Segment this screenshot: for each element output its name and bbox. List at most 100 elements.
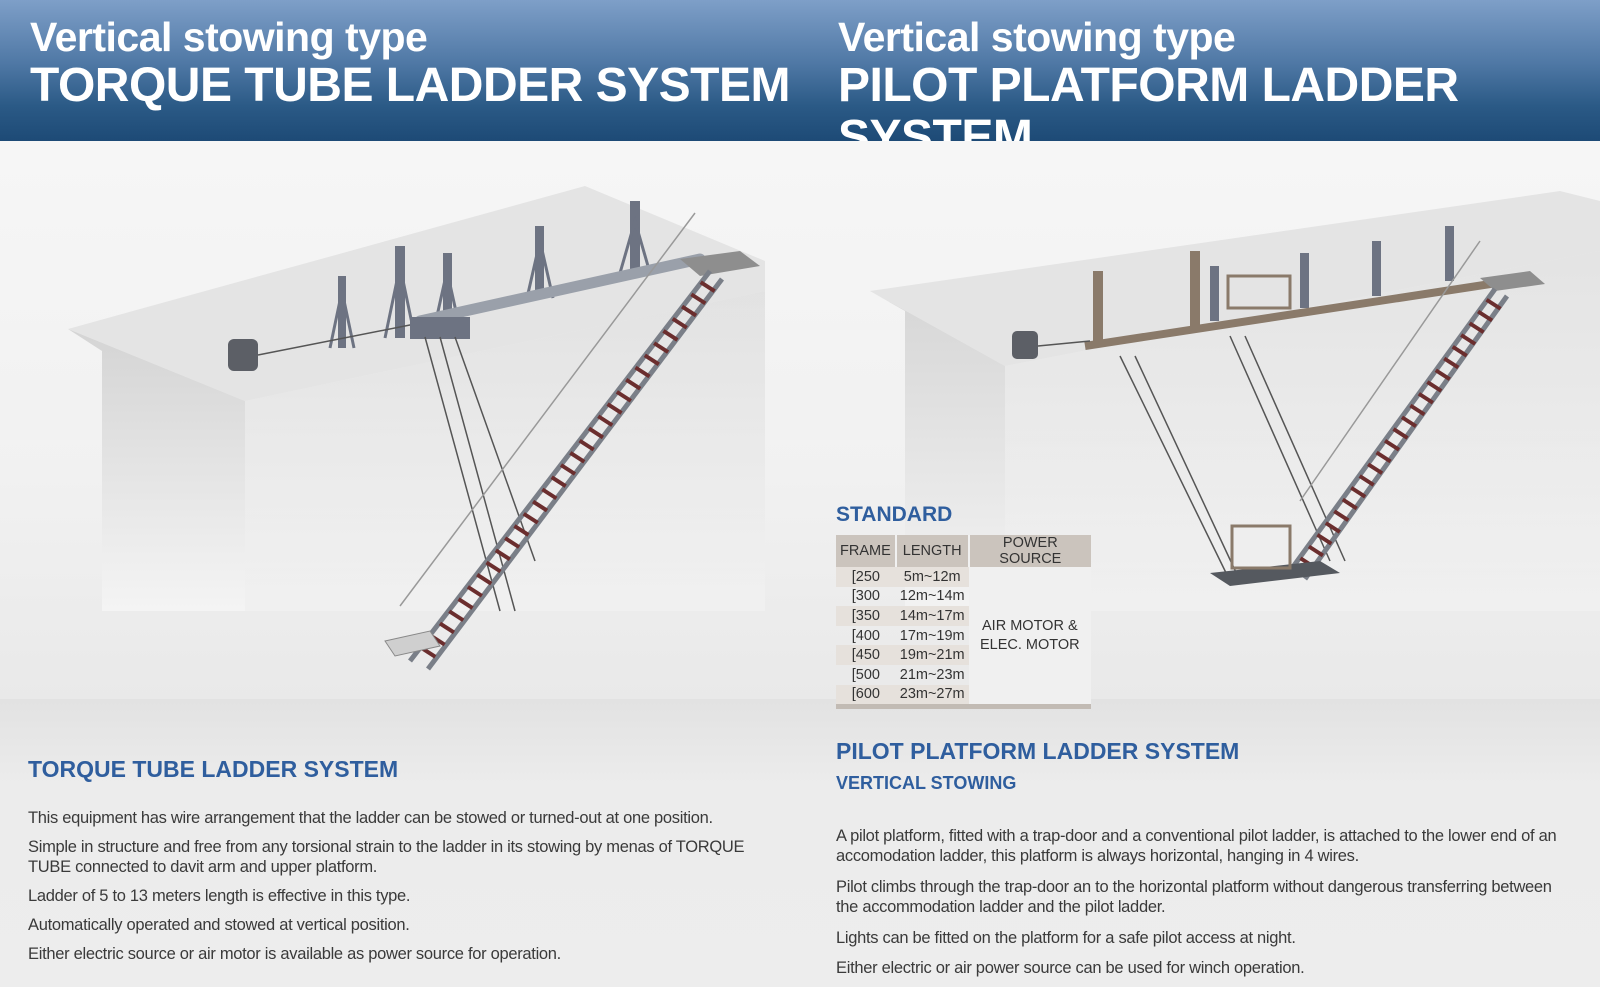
ladder-step xyxy=(625,378,642,391)
ladder-step xyxy=(448,609,465,622)
ladder-step xyxy=(522,512,539,525)
right-section-subtitle: VERTICAL STOWING xyxy=(836,773,1017,793)
frame-cell: [350 xyxy=(836,606,896,626)
ladder-step xyxy=(1477,309,1494,323)
torque-tube-ladder-drawing xyxy=(68,186,765,671)
ladder-step xyxy=(1350,486,1367,499)
pilot-platform-ladder-drawing xyxy=(870,191,1600,611)
ladder-step xyxy=(578,438,595,452)
ladder-step xyxy=(1400,415,1418,428)
power-source-cell: AIR MOTOR & ELEC. MOTOR xyxy=(968,567,1091,707)
right-header: Vertical stowing type PILOT PLATFORM LAD… xyxy=(838,14,1600,164)
ladder-illustrations xyxy=(68,186,1600,671)
ladder-step xyxy=(513,524,530,537)
ladder-step xyxy=(662,329,679,342)
ladder-step xyxy=(569,451,586,464)
ladder-step xyxy=(1468,321,1485,334)
ladder-step xyxy=(1434,368,1451,381)
left-header-title: TORQUE TUBE LADDER SYSTEM xyxy=(30,59,791,112)
left-paragraph-4: Automatically operated and stowed at ver… xyxy=(28,916,410,934)
ladder-step xyxy=(1333,509,1350,522)
ladder-step xyxy=(1409,403,1426,417)
right-paragraph-1: A pilot platform, fitted with a trap-doo… xyxy=(836,827,1557,865)
ladder-step xyxy=(634,365,651,379)
ladder-step xyxy=(1375,450,1392,464)
standard-table-row: [300 12m~14m xyxy=(836,587,1091,607)
frame-cell: [500 xyxy=(851,666,880,683)
standard-table-header-row: FRAME LENGTH POWER SOURCE xyxy=(836,535,1091,567)
power-source-line-1: AIR MOTOR & xyxy=(982,617,1078,634)
ladder-step xyxy=(1324,521,1341,534)
ladder-step xyxy=(606,402,623,415)
standard-table-row: [500 21m~23m xyxy=(836,665,1091,685)
length-cell: 19m~21m xyxy=(895,645,969,665)
header-banner: Vertical stowing type TORQUE TUBE LADDER… xyxy=(0,0,1600,164)
ladder-step xyxy=(1307,544,1324,558)
length-cell: 23m~27m xyxy=(895,684,969,707)
ladder-step xyxy=(541,487,558,501)
standard-table-row: [400 17m~19m xyxy=(836,626,1091,646)
right-paragraph-4: Either electric or air power source can … xyxy=(836,959,1305,977)
ladder-step xyxy=(671,317,688,330)
standard-title: STANDARD xyxy=(836,503,953,526)
right-paragraph-3: Lights can be fitted on the platform for… xyxy=(836,929,1296,947)
frame-cell: [600 xyxy=(836,684,896,707)
right-header-title: PILOT PLATFORM LADDER SYSTEM xyxy=(838,59,1459,164)
left-section-title: TORQUE TUBE LADDER SYSTEM xyxy=(28,756,399,782)
right-section-title: PILOT PLATFORM LADDER SYSTEM xyxy=(836,738,1240,764)
ladder-step xyxy=(1485,298,1502,311)
ladder-step xyxy=(1392,427,1409,440)
ladder-step xyxy=(597,414,614,427)
right-header-subtitle: Vertical stowing type xyxy=(838,14,1236,60)
frame-cell: [400 xyxy=(851,627,880,644)
right-paragraph-2: Pilot climbs through the trap-door an to… xyxy=(836,878,1552,916)
ladder-step xyxy=(485,560,502,574)
ladder-step xyxy=(1417,392,1434,405)
ladder-step xyxy=(615,390,632,403)
ladder-step xyxy=(699,280,716,293)
ladder-step xyxy=(476,573,493,586)
ladder-step xyxy=(1383,439,1401,452)
ladder-step xyxy=(587,426,605,440)
description-area xyxy=(0,699,1600,987)
ladder-step xyxy=(690,292,707,306)
column-header-length: LENGTH xyxy=(895,535,970,567)
ladder-step xyxy=(559,463,577,476)
ladder-step xyxy=(1426,380,1443,393)
ladder-step xyxy=(1341,497,1358,511)
ladder-step xyxy=(466,585,483,598)
power-source-line-2: ELEC. MOTOR xyxy=(980,636,1080,653)
length-cell: 21m~23m xyxy=(899,666,965,683)
ladder-step xyxy=(1460,333,1477,346)
left-paragraph-3: Ladder of 5 to 13 meters length is effec… xyxy=(28,887,411,905)
left-paragraph-5: Either electric source or air motor is a… xyxy=(28,945,561,963)
length-cell: 17m~19m xyxy=(899,627,965,644)
frame-cell: [250 xyxy=(836,567,896,587)
ladder-step xyxy=(1443,356,1460,370)
ladder-step xyxy=(494,548,511,561)
column-header-frame: FRAME xyxy=(836,535,897,567)
frame-cell: [450 xyxy=(836,645,896,665)
ladder-step xyxy=(680,304,698,318)
ladder-step xyxy=(1358,474,1375,487)
ladder-step xyxy=(504,536,521,549)
length-cell: 5m~12m xyxy=(895,567,969,587)
length-cell: 12m~14m xyxy=(899,588,965,605)
left-header: Vertical stowing type TORQUE TUBE LADDER… xyxy=(30,14,791,112)
left-header-subtitle: Vertical stowing type xyxy=(30,14,428,60)
length-cell: 14m~17m xyxy=(895,606,969,626)
frame-cell: [300 xyxy=(851,588,880,605)
ladder-step xyxy=(653,341,670,354)
ladder-step xyxy=(457,597,474,610)
ladder-step xyxy=(1316,533,1333,546)
ladder-step xyxy=(438,621,456,635)
ladder-step xyxy=(1451,345,1468,358)
ladder-step xyxy=(550,475,567,488)
ladder-step xyxy=(531,499,549,513)
column-header-power-source: POWER SOURCE xyxy=(968,535,1091,567)
